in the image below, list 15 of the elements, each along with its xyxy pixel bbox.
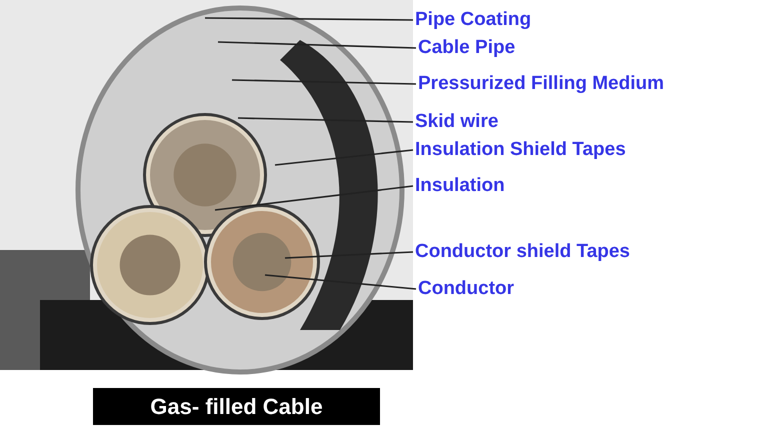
leader-line [238,117,414,123]
part-label: Skid wire [413,110,500,134]
leader-line [284,251,414,259]
leader-line [218,41,416,49]
caption: Gas- filled Cable [93,388,380,425]
leader-line [264,274,416,290]
part-label: Insulation Shield Tapes [413,138,628,162]
part-label: Pressurized Filling Medium [416,72,666,96]
part-label: Conductor [416,277,516,301]
part-label: Cable Pipe [416,36,518,60]
part-label: Insulation [413,174,507,198]
leader-line [232,79,416,85]
leader-line [205,17,413,21]
part-label: Conductor shield Tapes [413,240,632,264]
part-label: Pipe Coating [413,8,534,32]
